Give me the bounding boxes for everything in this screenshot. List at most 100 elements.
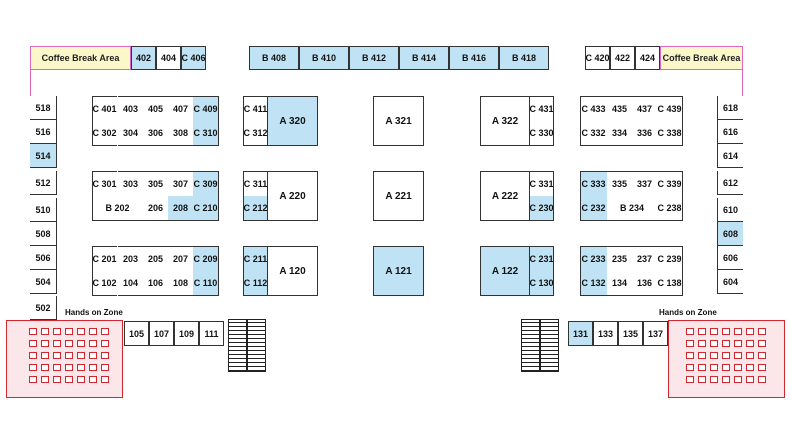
booth-104[interactable]: 104 [118, 271, 143, 296]
booth-c-409[interactable]: C 409 [193, 96, 218, 121]
booth-307[interactable]: 307 [168, 171, 193, 196]
booth-c-138[interactable]: C 138 [657, 271, 682, 296]
booth-614[interactable]: 614 [717, 144, 743, 168]
booth-504[interactable]: 504 [30, 270, 57, 294]
booth-208[interactable]: 208 [168, 196, 193, 221]
booth-403[interactable]: 403 [118, 96, 143, 121]
booth-510[interactable]: 510 [30, 198, 57, 222]
booth-c-239[interactable]: C 239 [657, 246, 682, 271]
booth-502[interactable]: 502 [30, 296, 57, 320]
booth-c-433[interactable]: C 433 [580, 96, 607, 121]
booth-c-110[interactable]: C 110 [193, 271, 218, 296]
booth-c-310[interactable]: C 310 [193, 121, 218, 146]
booth-303[interactable]: 303 [118, 171, 143, 196]
booth-516[interactable]: 516 [30, 120, 57, 144]
booth-205[interactable]: 205 [143, 246, 168, 271]
booth-a-120[interactable]: A 120 [267, 246, 318, 296]
booth-336[interactable]: 336 [632, 121, 657, 146]
booth-335[interactable]: 335 [607, 171, 632, 196]
booth-b-416[interactable]: B 416 [449, 46, 499, 70]
booth-407[interactable]: 407 [168, 96, 193, 121]
booth-a-220[interactable]: A 220 [267, 171, 318, 221]
booth-c-210[interactable]: C 210 [193, 196, 218, 221]
booth-a-322[interactable]: A 322 [480, 96, 530, 146]
booth-237[interactable]: 237 [632, 246, 657, 271]
booth-b-414[interactable]: B 414 [399, 46, 449, 70]
booth-334[interactable]: 334 [607, 121, 632, 146]
booth-c-411[interactable]: C 411 [243, 96, 267, 121]
booth-405[interactable]: 405 [143, 96, 168, 121]
booth-b-202[interactable]: B 202 [92, 196, 143, 221]
booth-a-221[interactable]: A 221 [373, 171, 424, 221]
booth-c-211[interactable]: C 211 [243, 246, 267, 271]
booth-618[interactable]: 618 [717, 96, 743, 120]
booth-c-312[interactable]: C 312 [243, 121, 267, 146]
booth-c-301[interactable]: C 301 [92, 171, 117, 196]
booth-424[interactable]: 424 [635, 46, 660, 70]
booth-c-331[interactable]: C 331 [530, 171, 554, 196]
booth-b-234[interactable]: B 234 [607, 196, 657, 221]
booth-c-311[interactable]: C 311 [243, 171, 267, 196]
booth-b-418[interactable]: B 418 [499, 46, 549, 70]
booth-c-309[interactable]: C 309 [193, 171, 218, 196]
booth-512[interactable]: 512 [30, 171, 57, 195]
booth-c-332[interactable]: C 332 [580, 121, 607, 146]
booth-107[interactable]: 107 [149, 321, 174, 346]
booth-131[interactable]: 131 [568, 321, 593, 346]
booth-a-222[interactable]: A 222 [480, 171, 530, 221]
booth-133[interactable]: 133 [593, 321, 618, 346]
booth-c-339[interactable]: C 339 [657, 171, 682, 196]
booth-c-231[interactable]: C 231 [530, 246, 554, 271]
booth-c-233[interactable]: C 233 [580, 246, 607, 271]
booth-c-130[interactable]: C 130 [530, 271, 554, 296]
booth-402[interactable]: 402 [131, 46, 156, 70]
booth-c-439[interactable]: C 439 [657, 96, 682, 121]
booth-c-232[interactable]: C 232 [580, 196, 607, 221]
booth-108[interactable]: 108 [168, 271, 193, 296]
booth-606[interactable]: 606 [717, 246, 743, 270]
booth-610[interactable]: 610 [717, 198, 743, 222]
booth-c-302[interactable]: C 302 [92, 121, 117, 146]
booth-a-320[interactable]: A 320 [267, 96, 318, 146]
booth-304[interactable]: 304 [118, 121, 143, 146]
booth-c-201[interactable]: C 201 [92, 246, 117, 271]
booth-c-238[interactable]: C 238 [657, 196, 682, 221]
booth-106[interactable]: 106 [143, 271, 168, 296]
booth-b-412[interactable]: B 412 [349, 46, 399, 70]
booth-612[interactable]: 612 [717, 171, 743, 195]
booth-c-230[interactable]: C 230 [530, 196, 554, 221]
booth-a-321[interactable]: A 321 [373, 96, 424, 146]
booth-404[interactable]: 404 [156, 46, 181, 70]
booth-c-333[interactable]: C 333 [580, 171, 607, 196]
booth-604[interactable]: 604 [717, 270, 743, 294]
booth-109[interactable]: 109 [174, 321, 199, 346]
booth-c-132[interactable]: C 132 [580, 271, 607, 296]
booth-136[interactable]: 136 [632, 271, 657, 296]
booth-435[interactable]: 435 [607, 96, 632, 121]
booth-c-112[interactable]: C 112 [243, 271, 267, 296]
booth-518[interactable]: 518 [30, 96, 57, 120]
booth-608[interactable]: 608 [717, 222, 743, 246]
booth-b-408[interactable]: B 408 [249, 46, 299, 70]
booth-514[interactable]: 514 [30, 144, 57, 168]
booth-308[interactable]: 308 [168, 121, 193, 146]
booth-206[interactable]: 206 [143, 196, 168, 221]
booth-616[interactable]: 616 [717, 120, 743, 144]
booth-c-431[interactable]: C 431 [530, 96, 554, 121]
booth-422[interactable]: 422 [610, 46, 635, 70]
booth-105[interactable]: 105 [124, 321, 149, 346]
booth-c-420[interactable]: C 420 [585, 46, 610, 70]
booth-a-121[interactable]: A 121 [373, 246, 424, 296]
booth-c-330[interactable]: C 330 [530, 121, 554, 146]
booth-337[interactable]: 337 [632, 171, 657, 196]
booth-508[interactable]: 508 [30, 222, 57, 246]
booth-c-209[interactable]: C 209 [193, 246, 218, 271]
booth-137[interactable]: 137 [643, 321, 668, 346]
booth-c-401[interactable]: C 401 [92, 96, 117, 121]
booth-111[interactable]: 111 [199, 321, 224, 346]
booth-a-122[interactable]: A 122 [480, 246, 530, 296]
booth-134[interactable]: 134 [607, 271, 632, 296]
booth-c-212[interactable]: C 212 [243, 196, 267, 221]
booth-c-338[interactable]: C 338 [657, 121, 682, 146]
booth-306[interactable]: 306 [143, 121, 168, 146]
